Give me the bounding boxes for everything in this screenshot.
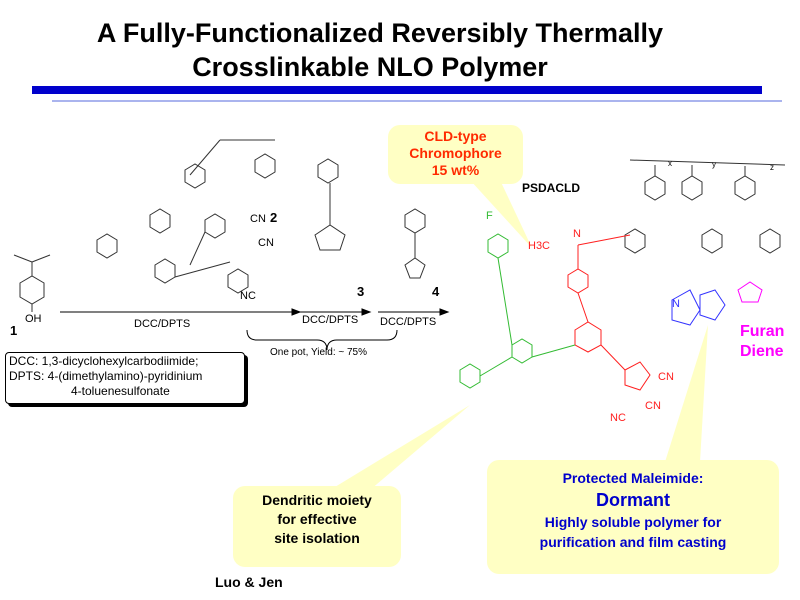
slide-title-line1: A Fully-Functionalized Reversibly Therma… [96, 18, 664, 48]
chromophore-callout: CLD-type Chromophore 15 wt% [388, 125, 523, 184]
chromophore-nc: NC [610, 412, 626, 424]
compound-2-structure [96, 139, 276, 294]
chromophore-callout-line1: CLD-type [424, 128, 487, 144]
polymer-backbone [624, 159, 786, 254]
one-pot-yield: One pot, Yield: ~ 75% [270, 347, 368, 358]
maleimide-callout-line1: Protected Maleimide: [562, 470, 704, 486]
dendritic-callout-tail [330, 405, 470, 490]
compound-1-structure [13, 254, 51, 312]
reaction-arrows [60, 308, 450, 316]
dendritic-callout: Dendritic moiety for effective site isol… [233, 486, 401, 567]
furan-label-line1: Furan [740, 323, 785, 340]
chromophore-n: N [573, 228, 581, 240]
furan-label-line2: Diene [740, 343, 784, 360]
title-underline [52, 100, 782, 102]
dendritic-callout-line2: for effective [277, 511, 357, 527]
compound-2-cn-2: CN [258, 237, 274, 249]
reagent-step2: DCC/DPTS [302, 314, 359, 326]
one-pot-brace [246, 329, 398, 351]
credit: Luo & Jen [215, 574, 283, 590]
compound-1-label: 1 [10, 323, 18, 338]
compound-2-nc: NC [240, 290, 256, 302]
furan-diene-label: Furan Diene [740, 322, 784, 362]
chromophore-callout-tail [470, 180, 532, 248]
chromophore-cn-2: CN [645, 400, 661, 412]
chromophore-callout-line3: 15 wt% [431, 162, 480, 178]
subscript-z: z [770, 163, 774, 172]
polymer-name: PSDACLD [522, 181, 581, 195]
maleimide-callout-line4: purification and film casting [539, 534, 727, 550]
compound-2-cn-1: CN [250, 213, 266, 225]
title-bar [32, 86, 762, 94]
maleimide-callout-line2: Dormant [595, 490, 670, 510]
maleimide-n: N [672, 298, 680, 310]
subscript-x: x [668, 159, 672, 168]
abbr-dcc: DCC: 1,3-dicyclohexylcarbodiimide; [9, 354, 199, 368]
compound-1-oh: OH [25, 313, 42, 325]
furan-ring-structure [737, 281, 763, 303]
chromophore-callout-line2: Chromophore [409, 145, 502, 161]
slide-title-line2: Crosslinkable NLO Polymer [192, 52, 548, 82]
maleimide-callout: Protected Maleimide: Dormant Highly solu… [487, 460, 779, 574]
abbr-dpts: DPTS: 4-(dimethylamino)-pyridinium [9, 369, 203, 383]
dendron-structure [459, 233, 576, 389]
compound-3-label: 3 [357, 284, 365, 299]
subscript-y: y [712, 160, 716, 169]
maleimide-callout-line3: Highly soluble polymer for [544, 514, 722, 530]
compound-3-structure [314, 158, 346, 251]
compound-4-structure [404, 208, 426, 279]
dendritic-callout-line1: Dendritic moiety [262, 492, 372, 508]
chromophore-structure [567, 234, 651, 391]
dendron-f: F [486, 210, 493, 222]
reagent-step1: DCC/DPTS [134, 318, 191, 330]
chromophore-h3c: H3C [528, 240, 551, 252]
chromophore-cn: CN [658, 371, 674, 383]
abbr-dpts-cont: 4-toluenesulfonate [71, 384, 170, 398]
dendritic-callout-line3: site isolation [274, 530, 360, 546]
maleimide-callout-tail [665, 325, 708, 462]
compound-4-label: 4 [432, 284, 440, 299]
compound-2-label: 2 [270, 210, 278, 225]
protected-maleimide-structure [671, 289, 726, 326]
abbreviation-box: DCC: 1,3-dicyclohexylcarbodiimide; DPTS:… [5, 352, 245, 404]
reagent-step3: DCC/DPTS [380, 316, 437, 328]
